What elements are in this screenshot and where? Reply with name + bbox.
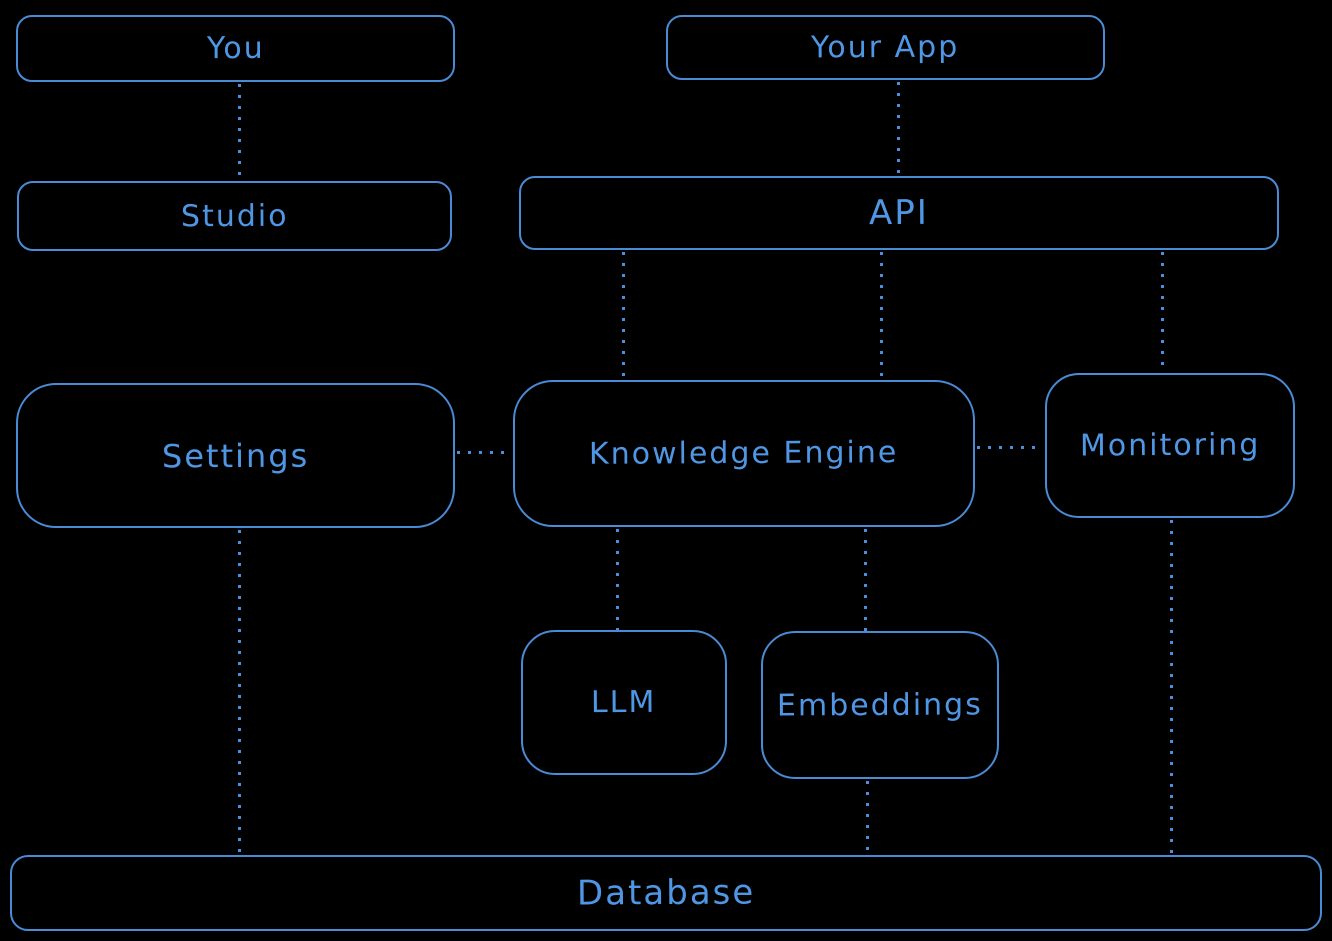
- node-studio: Studio: [17, 181, 452, 251]
- node-llm-label: LLM: [591, 684, 657, 721]
- node-monitoring: Monitoring: [1045, 373, 1295, 518]
- node-database: Database: [10, 855, 1322, 931]
- node-knowledge-engine: Knowledge Engine: [513, 380, 975, 527]
- node-api: API: [519, 176, 1279, 250]
- edge-you-studio: [238, 84, 241, 181]
- node-llm: LLM: [521, 630, 727, 775]
- edge-monitoring-database: [1170, 520, 1173, 855]
- edge-knowledge-engine-monitoring: [977, 446, 1043, 449]
- node-you-label: You: [206, 30, 265, 67]
- node-your-app: Your App: [666, 15, 1105, 80]
- edge-embeddings-database: [866, 781, 869, 855]
- node-your-app-label: Your App: [811, 29, 960, 66]
- edge-your-app-api: [897, 82, 900, 176]
- node-monitoring-label: Monitoring: [1079, 427, 1261, 464]
- edge-knowledge-engine-llm: [616, 529, 619, 630]
- node-settings-label: Settings: [161, 436, 310, 475]
- node-embeddings: Embeddings: [761, 631, 999, 779]
- node-database-label: Database: [576, 872, 756, 914]
- edge-api-monitoring: [1161, 252, 1164, 373]
- edge-settings-knowledge-engine: [457, 451, 512, 454]
- node-api-label: API: [868, 192, 929, 234]
- edge-api-knowledge-engine-right: [880, 252, 883, 380]
- node-settings: Settings: [16, 383, 455, 528]
- edge-settings-database: [238, 530, 241, 855]
- edge-api-knowledge-engine-left: [622, 252, 625, 380]
- node-embeddings-label: Embeddings: [777, 686, 983, 724]
- edge-knowledge-engine-embeddings: [864, 529, 867, 631]
- node-studio-label: Studio: [180, 198, 289, 234]
- node-knowledge-engine-label: Knowledge Engine: [589, 435, 899, 472]
- node-you: You: [16, 15, 455, 82]
